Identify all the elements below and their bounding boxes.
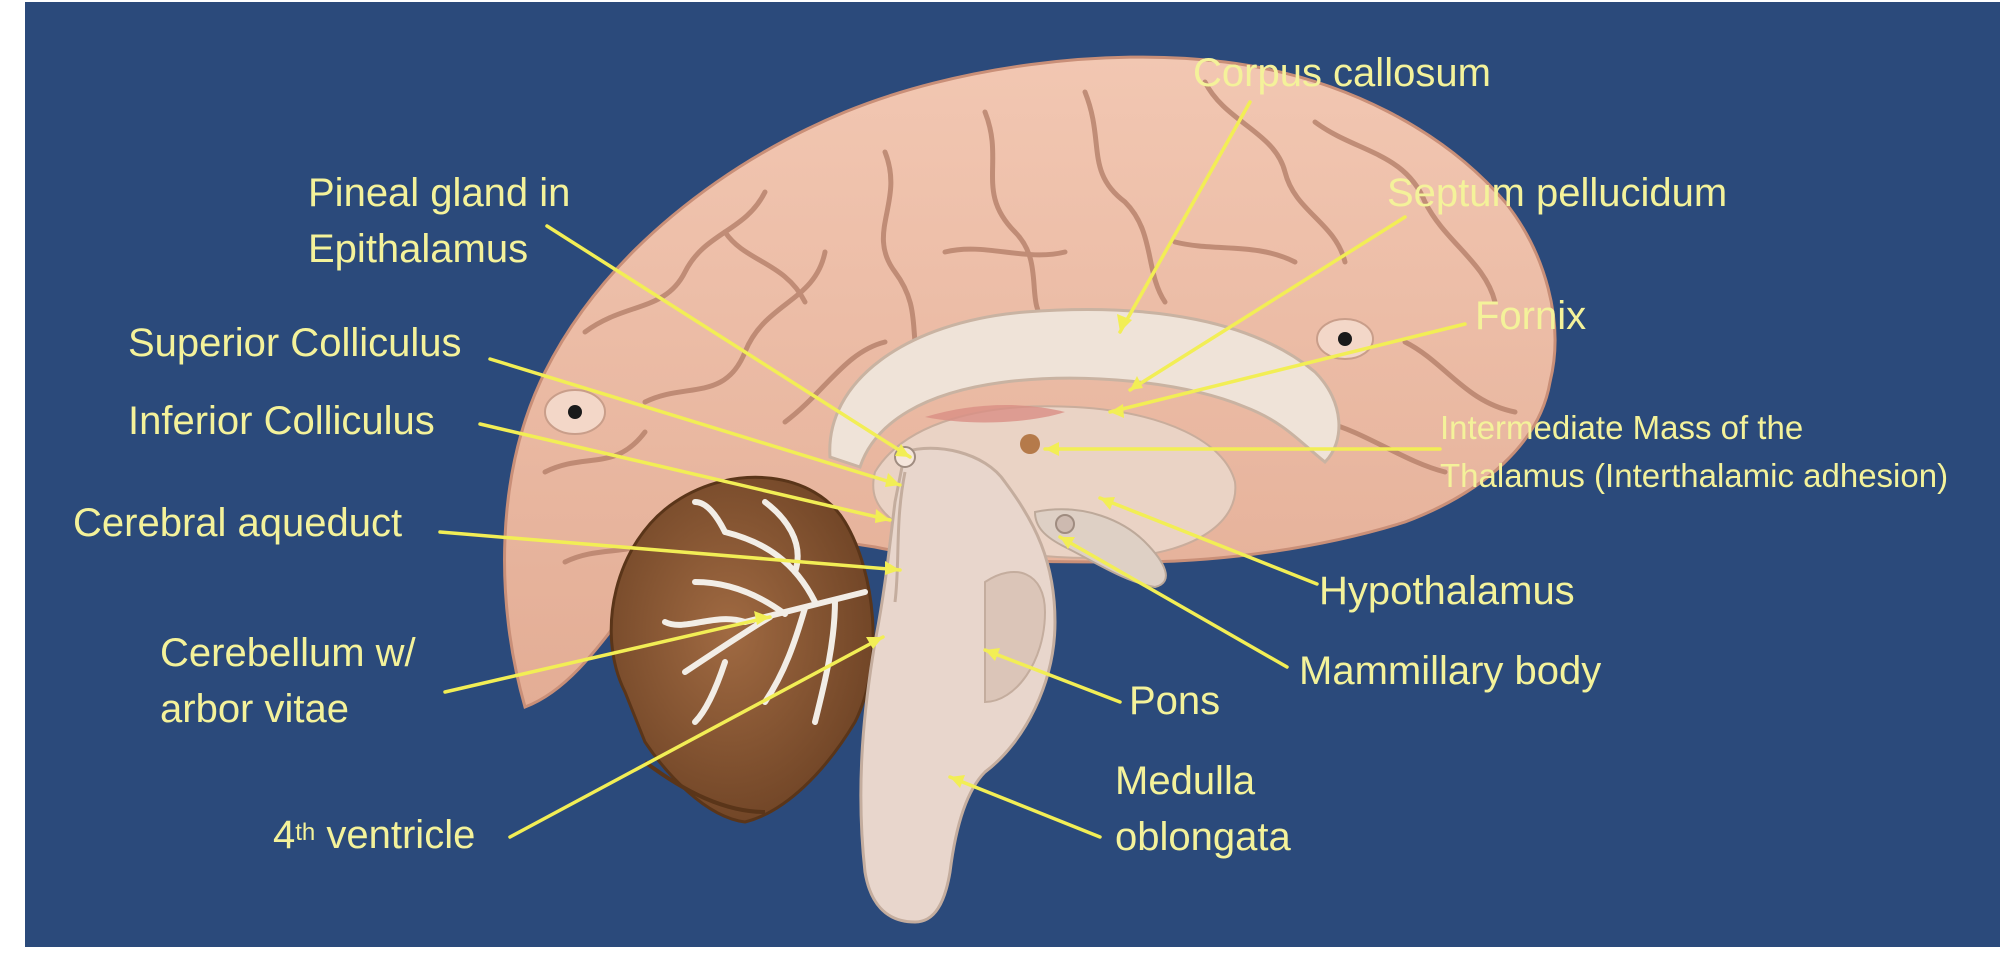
label-intermediate-mass-line2: Thalamus (Interthalamic adhesion)	[1440, 457, 1949, 494]
label-cerebral-aqueduct: Cerebral aqueduct	[73, 501, 403, 545]
leader-arrowheads	[754, 314, 1143, 788]
fourth-ventricle-number: 4	[273, 813, 296, 857]
label-pons: Pons	[1129, 679, 1221, 723]
slide-background: Corpus callosum Septum pellucidum Fornix…	[25, 2, 2000, 947]
brain-diagram	[438, 55, 1557, 924]
label-pineal-line1: Pineal gland in	[308, 171, 571, 215]
label-superior-colliculus: Superior Colliculus	[128, 321, 462, 365]
label-pineal-line2: Epithalamus	[308, 227, 529, 271]
fourth-ventricle-text: ventricle	[315, 813, 476, 857]
leader-lines	[438, 100, 1467, 839]
fourth-ventricle-superscript: th	[295, 819, 316, 846]
brainstem	[859, 446, 1057, 924]
cortex-sulci	[542, 79, 1518, 565]
label-fourth-ventricle: 4th ventricle	[273, 806, 475, 864]
label-septum-pellucidum: Septum pellucidum	[1387, 171, 1728, 215]
label-hypothalamus: Hypothalamus	[1319, 569, 1575, 613]
label-fornix: Fornix	[1475, 294, 1587, 338]
label-corpus-callosum: Corpus callosum	[1193, 51, 1491, 95]
label-cerebellum-line2: arbor vitae	[160, 687, 349, 731]
label-mammillary-body: Mammillary body	[1299, 649, 1602, 693]
label-medulla-line2: oblongata	[1115, 815, 1291, 859]
label-intermediate-mass-line1: Intermediate Mass of the	[1440, 409, 1804, 446]
label-inferior-colliculus: Inferior Colliculus	[128, 399, 435, 443]
label-medulla-line1: Medulla	[1115, 759, 1256, 803]
label-cerebellum-line1: Cerebellum w/	[160, 631, 416, 675]
